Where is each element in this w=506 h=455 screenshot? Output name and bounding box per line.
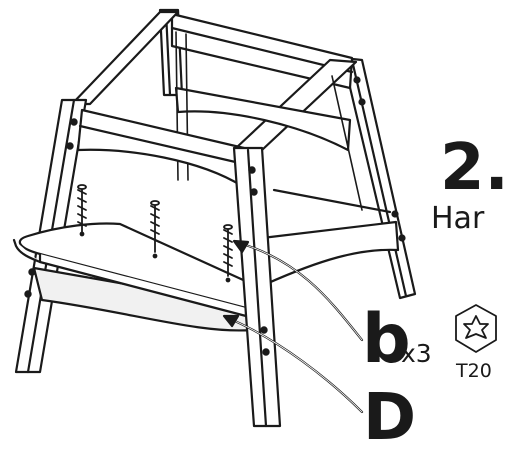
step-instruction: Har xyxy=(431,201,485,236)
front-crossbar xyxy=(76,108,246,188)
step-number: 2. xyxy=(440,131,506,205)
leader-d xyxy=(222,314,364,414)
leader-b xyxy=(232,239,364,342)
back-top-rail xyxy=(170,12,354,90)
front-right-leg xyxy=(232,146,282,428)
tool-label: T20 xyxy=(456,360,492,382)
callout-quantity: x3 xyxy=(401,339,432,368)
screw-b-middle xyxy=(150,200,160,259)
back-crossbar xyxy=(174,86,352,152)
screw-b-left xyxy=(77,184,87,237)
back-right-leg xyxy=(341,56,417,300)
right-lower-stretcher xyxy=(260,188,400,286)
callout-letter-b: b xyxy=(362,300,411,379)
screw-b-right xyxy=(223,224,233,283)
torx-bit-icon xyxy=(455,304,497,353)
callout-letter-d: D xyxy=(363,381,417,455)
left-top-rail xyxy=(70,10,180,106)
